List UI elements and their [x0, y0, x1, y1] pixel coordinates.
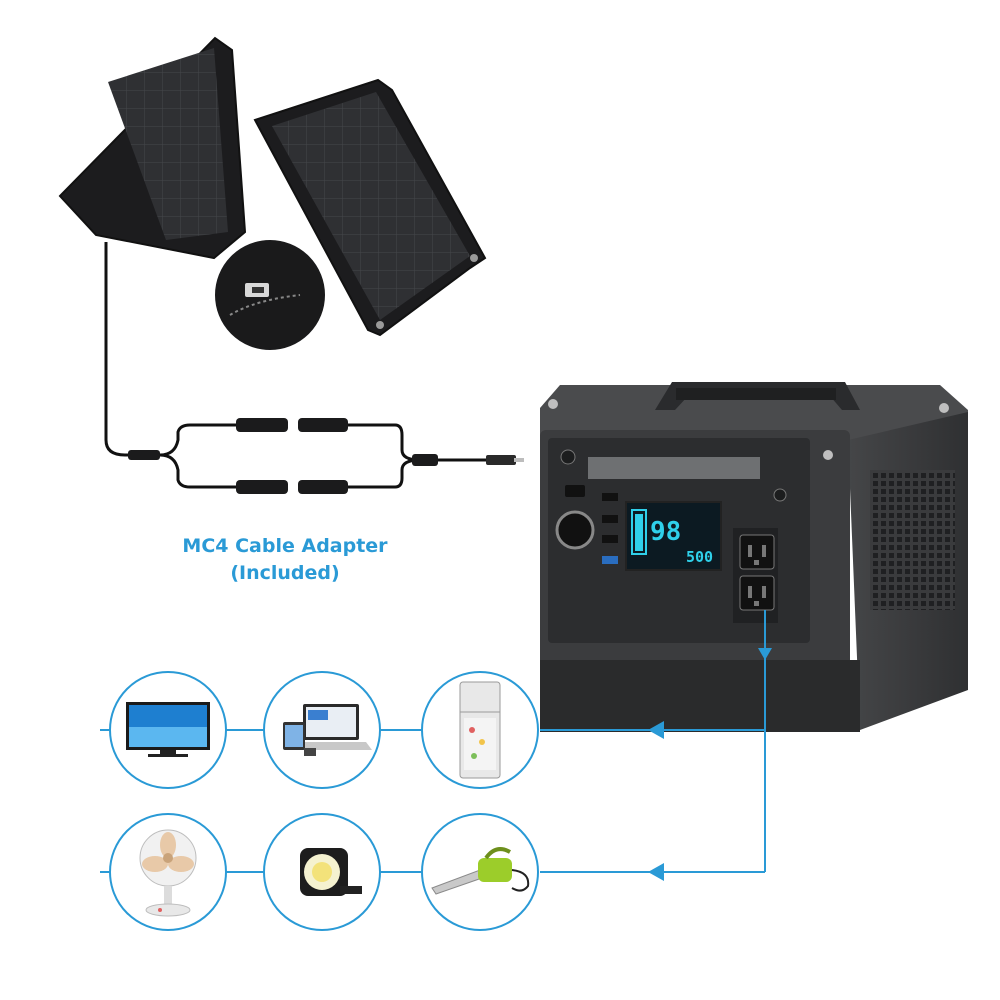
laptop-icon [283, 704, 372, 756]
arrow-left-bottom [648, 863, 664, 881]
arrow-down [758, 648, 772, 660]
caption-line-1: MC4 Cable Adapter [182, 535, 388, 557]
wattage-readout: 500 [686, 548, 713, 566]
tv-icon [126, 702, 210, 757]
mc4-caption: MC4 Cable Adapter (Included) [150, 533, 420, 587]
fan-icon [139, 829, 197, 917]
chainsaw-icon [431, 847, 530, 895]
led-light-bar [588, 457, 760, 479]
ac-outlet-bottom [739, 575, 775, 611]
power-station: 98 500 [540, 382, 968, 732]
battery-percent: 98 [650, 517, 681, 547]
caption-line-2: (Included) [230, 562, 340, 584]
mc4-connectors [128, 418, 524, 494]
usb-port-closeup [211, 236, 329, 354]
arrow-left-top [648, 721, 664, 739]
floodlight-icon [300, 848, 362, 896]
ac-outlet-top [739, 534, 775, 570]
refrigerator-icon [459, 681, 501, 779]
solar-panel [58, 36, 487, 354]
side-vents [870, 470, 955, 610]
car-outlet [555, 510, 595, 550]
